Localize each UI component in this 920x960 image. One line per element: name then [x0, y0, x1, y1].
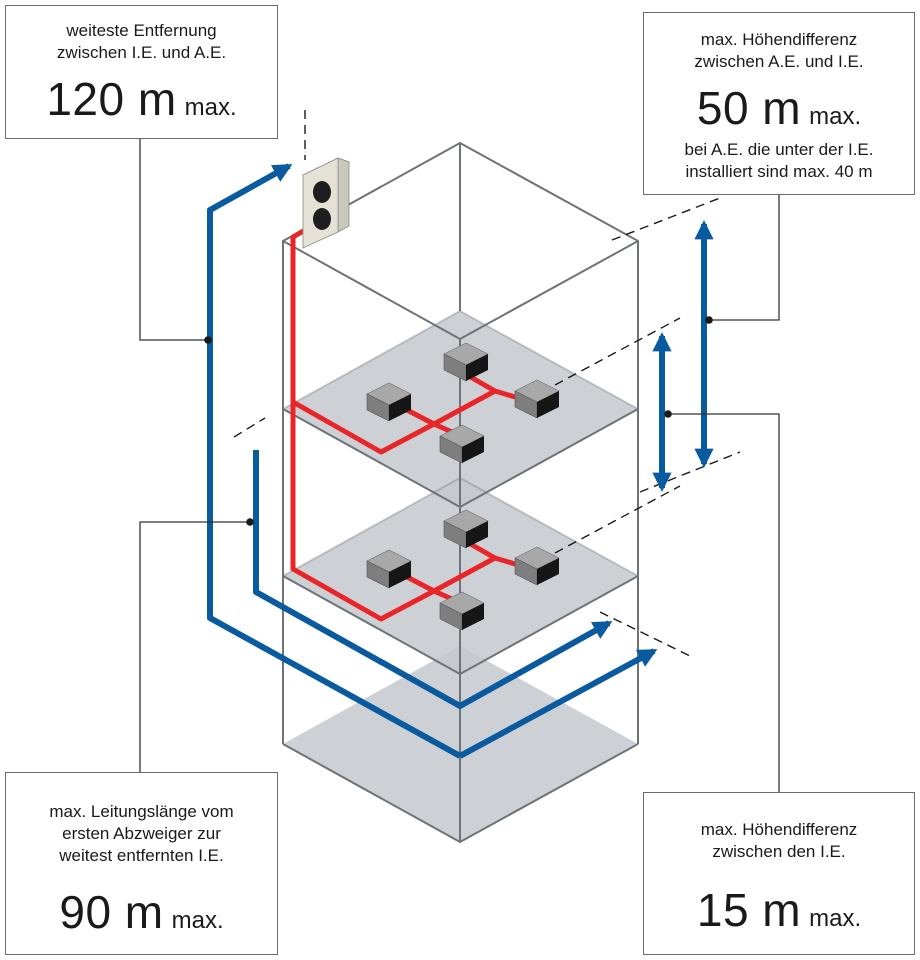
callout-label: max. Höhendifferenz [700, 30, 858, 49]
callout-suffix: max. [809, 905, 862, 932]
outdoor-unit-icon [302, 157, 350, 249]
callout-suffix: max. [809, 103, 862, 130]
callout-label: zwischen A.E. und I.E. [694, 52, 864, 71]
length-arrows [207, 163, 658, 759]
callout-label: max. Höhendifferenz [700, 820, 858, 839]
leader-dots [204, 316, 713, 526]
callout-value-row: 120 m max. [6, 72, 277, 126]
max-distance-arrow [207, 163, 462, 759]
callout-label: max. Leitungslänge vom [49, 802, 234, 821]
callout-height-diff-ae-ie: max. Höhendifferenz zwischen A.E. und I.… [643, 12, 915, 195]
callout-value: 120 m [46, 73, 177, 125]
height-arrows [652, 220, 714, 492]
callout-max-distance: weiteste Entfernung zwischen I.E. und A.… [5, 5, 278, 139]
callout-label: zwischen I.E. und A.E. [56, 43, 227, 62]
callout-value-row: 50 m max. [644, 81, 914, 135]
callout-value: 90 m [59, 886, 164, 938]
callout-suffix: max. [171, 907, 224, 934]
callout-height-diff-ie: max. Höhendifferenz zwischen den I.E. 15… [643, 792, 915, 955]
callout-value: 15 m [696, 884, 802, 936]
callout-note: bei A.E. die unter der I.E. [684, 140, 874, 159]
callout-suffix: max. [184, 94, 237, 121]
callout-value-row: 90 m max. [6, 885, 277, 939]
callout-label: weitest entfernten I.E. [59, 846, 224, 865]
callout-label: weiteste Entfernung [66, 21, 217, 40]
outer-return-arrow [458, 648, 658, 759]
callout-label: ersten Abzweiger zur [62, 824, 221, 843]
callout-label: zwischen den I.E. [712, 842, 846, 861]
callout-note: installiert sind max. 40 m [685, 162, 873, 181]
leader-lines [139, 139, 780, 792]
piping-length-arrow [253, 450, 613, 709]
callout-max-piping-length: max. Leitungslänge vom ersten Abzweiger … [5, 772, 278, 955]
callout-value: 50 m [696, 82, 802, 134]
building-frame [282, 142, 639, 843]
callout-value-row: 15 m max. [644, 883, 914, 937]
